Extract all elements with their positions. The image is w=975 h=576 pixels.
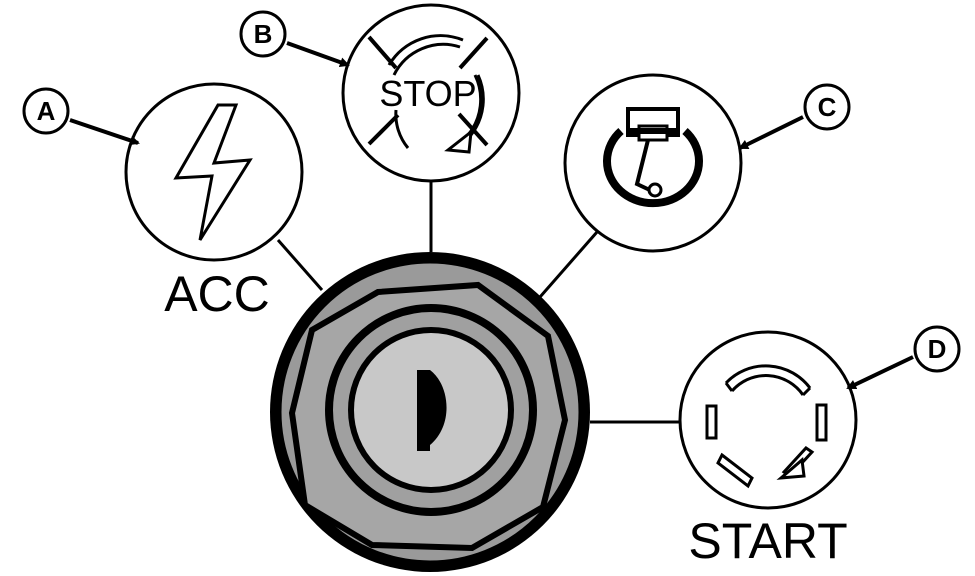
callout-b-circle bbox=[239, 10, 287, 58]
connector-lines bbox=[276, 180, 681, 424]
connector-run bbox=[538, 231, 599, 298]
callout-a: A bbox=[22, 87, 140, 146]
connector-acc bbox=[276, 239, 324, 291]
stop-circle-icon bbox=[367, 34, 489, 154]
position-run bbox=[563, 73, 743, 253]
start-rotation-icon bbox=[705, 364, 828, 489]
start-label: START bbox=[688, 513, 847, 569]
callout-d-circle bbox=[913, 325, 961, 373]
callout-d-arrow bbox=[846, 355, 914, 390]
callout-c: C bbox=[738, 83, 851, 150]
start-circle bbox=[678, 330, 858, 510]
position-start: START bbox=[678, 330, 858, 569]
callout-a-arrow bbox=[69, 118, 140, 146]
engine-run-icon bbox=[603, 107, 703, 208]
callout-c-letter: C bbox=[818, 92, 837, 122]
callout-a-circle bbox=[22, 87, 70, 135]
position-acc: ACC bbox=[124, 82, 304, 322]
acc-label: ACC bbox=[164, 266, 270, 322]
callout-b-letter: B bbox=[254, 19, 273, 49]
stop-label: STOP bbox=[379, 73, 476, 114]
ignition-switch bbox=[270, 252, 590, 572]
position-stop: STOP bbox=[341, 3, 521, 183]
callout-d-letter: D bbox=[928, 334, 947, 364]
lightning-bolt-icon bbox=[173, 103, 253, 241]
callout-b: B bbox=[239, 10, 350, 67]
callout-a-letter: A bbox=[37, 96, 56, 126]
callout-c-circle bbox=[803, 83, 851, 131]
callout-d: D bbox=[846, 325, 961, 390]
callout-c-arrow bbox=[738, 115, 804, 150]
run-circle bbox=[563, 73, 743, 253]
callout-b-arrow bbox=[286, 41, 350, 67]
ignition-key-slot-icon bbox=[417, 370, 447, 451]
